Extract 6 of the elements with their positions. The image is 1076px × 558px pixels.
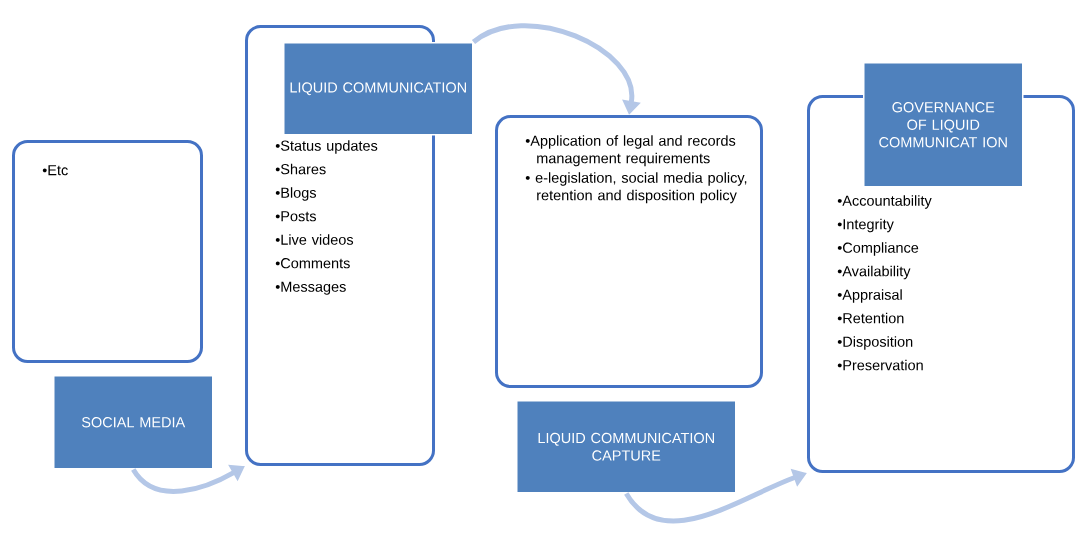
- list-box: •Etc: [12, 140, 203, 363]
- list-box: •Application of legal and records management requirements • e-legislation, social media policy, retention and disposition policy: [495, 115, 763, 388]
- heading-box: LIQUID COMMUNICATION: [283, 42, 474, 136]
- heading-box: GOVERNANCE OF LIQUID COMMUNICAT ION: [863, 62, 1024, 188]
- heading-box: LIQUID COMMUNICATION CAPTURE: [516, 400, 737, 494]
- heading-box: SOCIAL MEDIA: [53, 375, 214, 470]
